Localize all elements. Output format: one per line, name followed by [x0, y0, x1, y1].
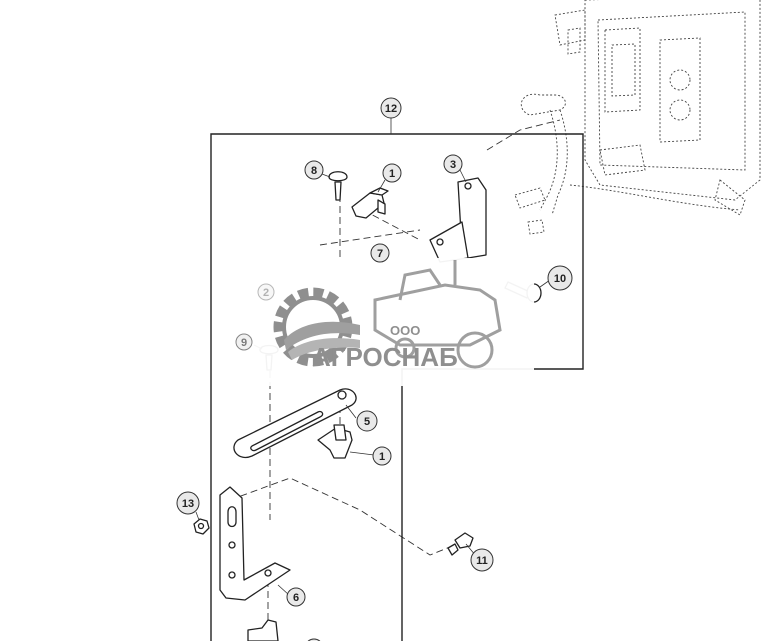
- callout-label: 1: [389, 168, 395, 180]
- callout-12[interactable]: 12: [380, 97, 402, 119]
- callout-label: 11: [476, 555, 488, 567]
- callout-1-top[interactable]: 1: [382, 163, 402, 183]
- callout-label: 6: [293, 592, 299, 604]
- bracket-part: [429, 177, 487, 263]
- callout-10[interactable]: 10: [547, 265, 573, 291]
- callout-label: 1: [379, 451, 385, 463]
- knob-part-3: [247, 619, 279, 641]
- callout-label: 5: [364, 416, 370, 428]
- callout-11[interactable]: 11: [470, 548, 494, 572]
- slotted-plate-part: [233, 388, 357, 459]
- callout-2[interactable]: 2: [257, 283, 275, 301]
- watermark-company-name: АГРОСНАБ: [312, 342, 458, 372]
- callout-13[interactable]: 13: [176, 491, 200, 515]
- bolt-part: [328, 171, 348, 201]
- harvester-logo-icon: [373, 260, 502, 369]
- knob-part-2: [317, 424, 353, 459]
- callout-label: 9: [241, 337, 247, 349]
- knob-part: [351, 187, 389, 219]
- callout-3[interactable]: 3: [443, 154, 463, 174]
- gear-logo-icon: [273, 287, 360, 367]
- callout-8[interactable]: 8: [304, 160, 324, 180]
- callout-label: 13: [182, 498, 194, 510]
- parts: [193, 171, 542, 641]
- callouts: 12 8 1 3 7 10 2 9: [176, 97, 573, 641]
- callout-5[interactable]: 5: [356, 410, 378, 432]
- callout-label: 10: [554, 273, 566, 285]
- l-bracket-part: [219, 486, 291, 601]
- callout-label: 7: [377, 248, 383, 260]
- callout-7[interactable]: 7: [370, 243, 390, 263]
- callout-label: 8: [311, 165, 317, 177]
- callout-9[interactable]: 9: [235, 333, 253, 351]
- callout-label: 3: [450, 159, 456, 171]
- console-unit-illustration: [514, 0, 761, 235]
- callout-label: 2: [263, 287, 269, 299]
- watermark-prefix: ООО: [390, 323, 420, 338]
- assembly-group-frame: [210, 118, 584, 641]
- callout-label: 12: [385, 103, 397, 115]
- company-watermark: ООО АГРОСНАБ: [248, 258, 534, 386]
- callout-6[interactable]: 6: [286, 587, 306, 607]
- callout-1-bottom[interactable]: 1: [372, 446, 392, 466]
- nut-part: [193, 518, 210, 535]
- bolt-part-3: [447, 532, 474, 556]
